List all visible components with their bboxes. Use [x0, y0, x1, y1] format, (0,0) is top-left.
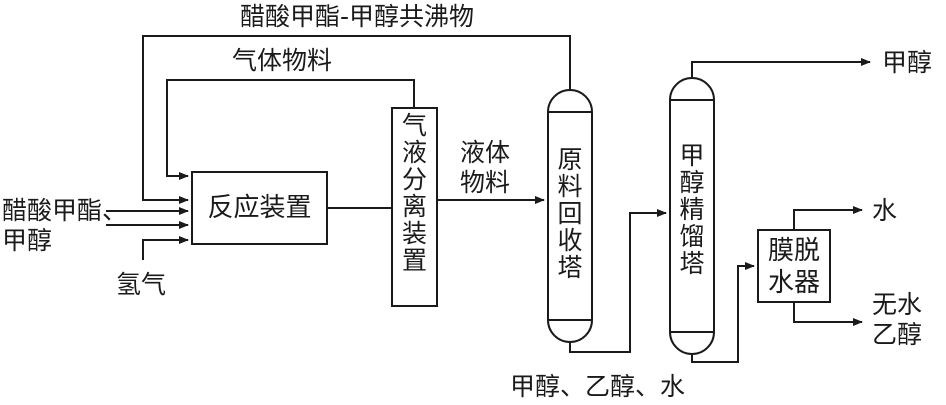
anhydrous-label-2: 乙醇 [872, 320, 923, 349]
water-label: 水 [872, 196, 898, 225]
methanol-tower-shape [669, 77, 715, 355]
reactor-label: 反应装置 [207, 193, 312, 223]
hydrogen-label: 氢气 [116, 270, 167, 299]
hydrogen-line [142, 236, 189, 260]
methanol-out-line [691, 58, 871, 78]
bottoms-line [569, 209, 667, 353]
water-line [793, 206, 863, 230]
membrane-label-line-1: 膜脱 [767, 236, 820, 266]
feed-label-2: 甲醇 [2, 226, 53, 255]
feed-label-1: 醋酸甲酯、 [2, 196, 128, 225]
methanol-product-label: 甲醇 [882, 48, 933, 77]
liquid-material-label-2: 物料 [460, 168, 511, 197]
azeotrope-label: 醋酸甲酯-甲醇共沸物 [240, 2, 475, 31]
gas-material-label: 气体物料 [232, 46, 333, 75]
anhydrous-label-1: 无水 [872, 290, 923, 319]
azeotrope-line [142, 35, 571, 204]
membrane-label-line-2: 水器 [767, 268, 820, 298]
recovery-tower-shape [547, 89, 593, 343]
liquid-material-label-1: 液体 [460, 138, 511, 167]
gas-line [166, 79, 415, 180]
methanol-tower-label: 甲醇精馏塔 [679, 141, 705, 278]
recovery-tower-label: 原料回收塔 [557, 145, 583, 282]
bottoms-label: 甲醇、乙醇、水 [510, 372, 686, 401]
separator-label: 气液分离装置 [401, 111, 427, 275]
anhydrous-line [793, 302, 863, 326]
tower-to-membrane-line [691, 262, 755, 363]
